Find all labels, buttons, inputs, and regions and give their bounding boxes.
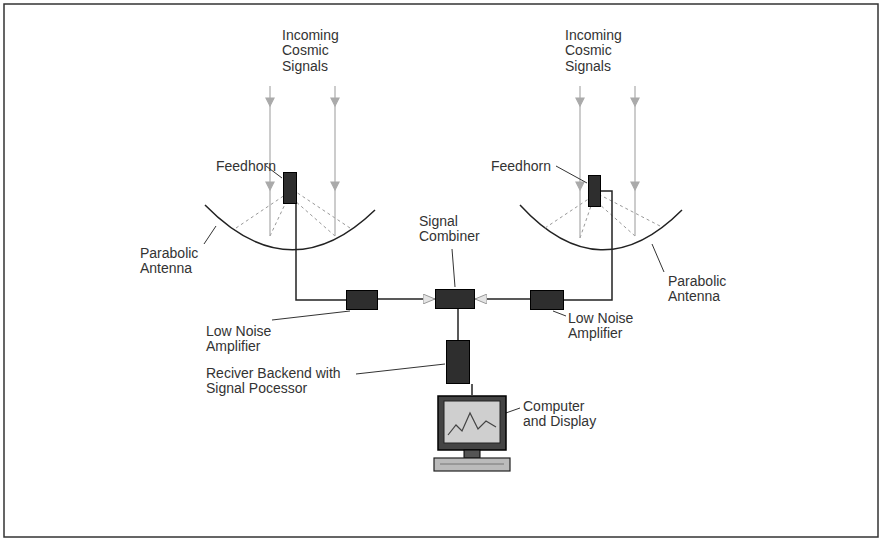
component-label: Low Noise Amplifier [568,311,650,342]
component-label: Computer and Display [523,399,611,430]
signal-wire [475,298,530,300]
feedhorn: Feedhorn [283,172,297,204]
parabolic-dish [520,205,682,250]
annotation-label: Parabolic Antenna [140,246,218,277]
low-noise-amplifier: Low Noise Amplifier [346,290,378,310]
computer-icon [432,395,512,473]
annotation-label: Incoming Cosmic Signals [282,28,352,74]
signal-wire [378,298,435,300]
component-label: Reciver Backend with Signal Pocessor [206,366,358,397]
leader-lines [204,166,664,414]
component-label: Feedhorn [216,159,286,174]
component-label: Low Noise Amplifier [206,324,288,355]
signal-combiner: Signal Combiner [435,289,475,309]
annotation-label: Parabolic Antenna [668,274,746,305]
low-noise-amplifier: Low Noise Amplifier [530,290,564,310]
signal-wire [296,204,346,300]
feedhorn: Feedhorn [588,175,601,207]
component-label: Signal Combiner [419,214,491,245]
frame [4,4,878,537]
reflection-lines [545,195,660,238]
incoming-signal-arrows [266,86,339,236]
receiver-backend: Reciver Backend with Signal Pocessor [446,340,470,384]
incoming-signal-arrows [576,86,639,238]
signal-wire [457,309,459,340]
signal-wire [471,384,473,395]
computer-display: Computer and Display [432,395,512,473]
component-label: Feedhorn [491,159,561,174]
signal-wire [564,191,612,300]
annotation-label: Incoming Cosmic Signals [565,28,635,74]
